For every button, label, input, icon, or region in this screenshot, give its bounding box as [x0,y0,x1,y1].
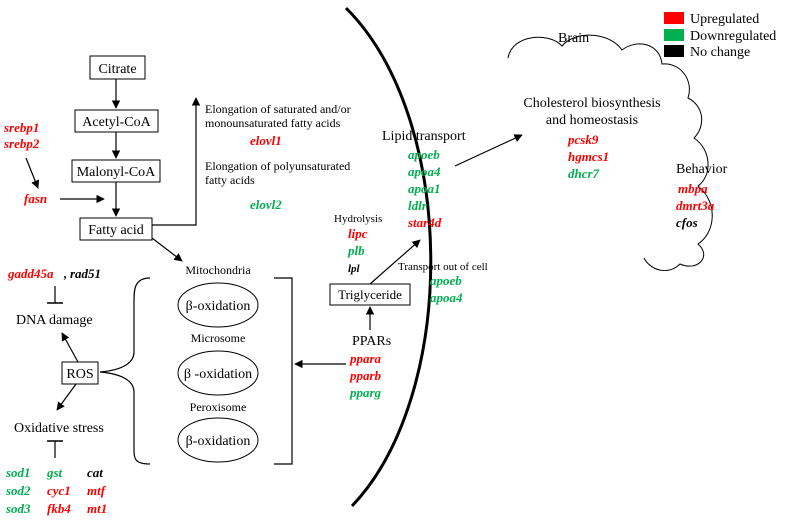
behavior-label: Behavior [676,162,728,177]
gene-srebp1: srebp1 [3,120,39,135]
gene-star4d: star4d [407,215,442,230]
gene-fasn: fasn [24,191,47,206]
ppars-label: PPARs [352,334,391,349]
citrate-box [89,55,146,80]
cholesterol-line2: and homeostasis [546,113,638,128]
oxidative-stress-label: Oxidative stress [14,421,104,436]
hydrolysis-label: Hydrolysis [334,213,382,225]
cell-membrane-arc [344,6,433,508]
malonyl-coa-label: Malonyl-CoA [77,165,156,180]
brain-cloud-outline [507,34,713,272]
gene-dmrt3a: dmrt3a [676,198,715,213]
gene-apoeb: apoeb [408,147,440,162]
legend-label-up: Upregulated [690,12,759,27]
elong-sat-line1: Elongation of saturated and/or [205,102,351,116]
gene-fkb4: fkb4 [47,501,71,516]
gene-apoa4: apoa4 [408,164,441,179]
gene-dhcr7: dhcr7 [568,166,600,181]
gene-cfos: cfos [676,215,698,230]
gene-pcsk9: pcsk9 [567,132,599,147]
beta-ox-micro-label: β -oxidation [184,367,252,382]
transport-out-label: Transport out of cell [398,261,488,273]
arrow-fatty-elongation [152,97,201,226]
elong-poly-line1: Elongation of polyunsaturated [205,159,350,173]
citrate-label: Citrate [98,62,136,77]
beta-ox-perox-label: β-oxidation [186,434,251,449]
gene-apoeb-out: apoeb [430,273,462,288]
gene-sod1: sod1 [5,465,31,480]
gene-mt1: mt1 [87,501,107,516]
brain-label: Brain [558,31,589,46]
arrow-transport-brain [454,134,523,167]
arrow-ros-dna [61,332,79,363]
peroxisome-label: Peroxisome [190,400,247,414]
cholesterol-line1: Cholesterol biosynthesis [523,96,660,111]
arrow-triglyceride-transport [369,239,421,285]
beta-ox-mito-label: β-oxidation [186,299,251,314]
legend-swatch-up [664,12,684,24]
acetyl-coa-label: Acetyl-CoA [82,115,151,130]
arrow-fatty-mitochondria [151,237,183,262]
dna-damage-label: DNA damage [16,313,93,328]
gene-pparg: pparg [349,385,382,400]
legend-swatch-none [664,45,684,57]
ros-label: ROS [66,367,93,382]
gene-sod2: sod2 [5,483,31,498]
gene-apoa1: apoa1 [408,181,441,196]
elong-sat-line2: monounsaturated fatty acids [205,116,341,130]
gene-plb: plb [347,243,365,258]
gene-pparb: pparb [349,368,382,383]
legend: Upregulated Downregulated No change [664,12,776,60]
arrow-srebp-fasn [25,157,40,189]
triglyceride-label: Triglyceride [338,287,402,302]
beta-ox-micro-ellipse [177,350,259,396]
gene-ldlr: ldlr [408,198,428,213]
lipid-transport-label: Lipid transport [382,129,466,144]
gene-apoa4-out: apoa4 [430,290,463,305]
gene-lpl: lpl [348,263,361,275]
gene-gst: gst [46,465,63,480]
gene-hgmcs1: hgmcs1 [568,149,609,164]
ros-brace [99,277,151,465]
beta-ox-perox-ellipse [177,417,259,463]
gene-mtf: mtf [87,483,107,498]
microsome-label: Microsome [191,331,246,345]
legend-label-down: Downregulated [690,29,776,44]
gene-rad51: rad51 [70,266,101,281]
gene-srebp2: srebp2 [3,136,40,151]
fatty-acid-label: Fatty acid [88,223,144,238]
gene-gadd-comma: , [63,266,67,281]
gene-elovl1: elovl1 [250,133,282,148]
gene-cat: cat [87,465,103,480]
gene-sod3: sod3 [5,501,31,516]
elong-poly-line2: fatty acids [205,173,255,187]
beta-ox-mito-ellipse [177,282,259,328]
mitochondria-label: Mitochondria [185,263,251,277]
legend-label-none: No change [690,45,750,60]
gene-gadd45a: gadd45a [7,266,54,281]
fatty-acid-box [79,217,153,241]
gene-cyc1: cyc1 [47,483,71,498]
gene-mbpa: mbpa [678,181,708,196]
gene-elovl2: elovl2 [250,197,282,212]
ros-box [61,361,99,385]
legend-swatch-down [664,29,684,41]
arrow-ros-oxidative [56,383,77,411]
gene-lipc: lipc [348,226,368,241]
organelle-bracket [274,277,293,465]
gene-ppara: ppara [349,351,382,366]
